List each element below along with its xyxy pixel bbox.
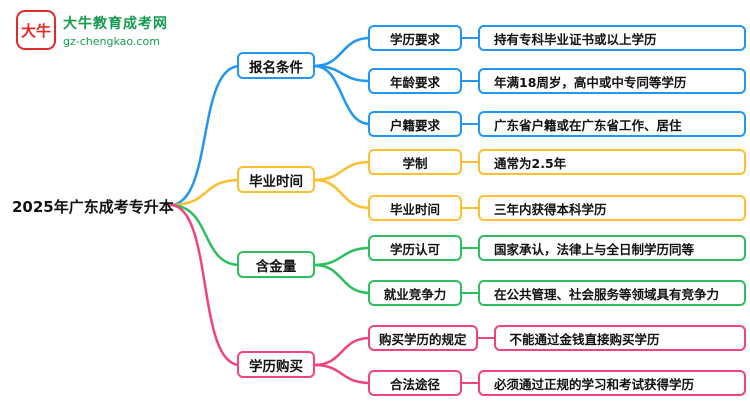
leaf-label: 毕业时间 [368,195,462,221]
leaf-connector-line [462,246,478,250]
leaf-label: 户籍要求 [368,111,462,137]
link-purchase-1 [312,363,372,385]
leaf-value: 在公共管理、社会服务等领域具有竞争力 [478,280,746,306]
leaf-row: 学制 通常为2.5年 [368,149,746,175]
link-value-1 [312,263,372,295]
leaf-connector-line [462,36,478,40]
leaf-label: 就业竞争力 [368,280,462,306]
leaf-row: 购买学历的规定 不能通过金钱直接购买学历 [368,325,746,351]
branch-node-graduation-time: 毕业时间 [237,166,315,193]
brand-logo-text: 大牛教育成考网 gz-chengkao.com [63,13,168,48]
leaf-label: 年龄要求 [368,68,462,94]
leaf-value: 广东省户籍或在广东省工作、居住 [478,111,746,137]
leaf-row: 学历认可 国家承认，法律上与全日制学历同等 [368,235,746,261]
leaf-value: 必须通过正规的学习和考试获得学历 [478,370,746,396]
leaf-value: 通常为2.5年 [478,149,746,175]
leaf-row: 学历要求 持有专科毕业证书或以上学历 [368,25,746,51]
leaf-row: 毕业时间 三年内获得本科学历 [368,195,746,221]
leaf-value: 持有专科毕业证书或以上学历 [478,25,746,51]
link-enrollment-2 [312,64,372,126]
link-root-enrollment [168,64,242,207]
leaf-row: 户籍要求 广东省户籍或在广东省工作、居住 [368,111,746,137]
link-graduation-1 [312,178,372,210]
link-purchase-0 [312,336,372,367]
leaf-connector-line [462,79,478,83]
leaf-label: 购买学历的规定 [368,325,478,351]
leaf-label: 学历要求 [368,25,462,51]
leaf-label: 合法途径 [368,370,462,396]
leaf-value: 三年内获得本科学历 [478,195,746,221]
brand-logo-icon: 大牛 [16,10,56,50]
leaf-connector-line [462,381,478,385]
link-root-graduation [168,178,242,207]
link-value-0 [312,246,372,267]
link-root-value [168,203,242,267]
branch-node-degree-purchase: 学历购买 [237,351,315,378]
leaf-connector-line [462,291,478,295]
leaf-value: 年满18周岁，高中或中专同等学历 [478,68,746,94]
leaf-connector-line [462,160,478,164]
link-root-purchase [168,203,242,367]
leaf-row: 就业竞争力 在公共管理、社会服务等领域具有竞争力 [368,280,746,306]
brand-site-name: 大牛教育成考网 [63,15,168,32]
leaf-label: 学制 [368,149,462,175]
branch-node-degree-value: 含金量 [237,251,315,278]
root-node: 2025年广东成考专升本 [12,198,174,216]
link-graduation-0 [312,160,372,182]
leaf-value: 国家承认，法律上与全日制学历同等 [478,235,746,261]
leaf-row: 年龄要求 年满18周岁，高中或中专同等学历 [368,68,746,94]
leaf-connector-line [462,206,478,210]
leaf-label: 学历认可 [368,235,462,261]
leaf-connector-line [462,122,478,126]
brand-site-url: gz-chengkao.com [63,34,160,48]
link-enrollment-0 [312,36,372,68]
leaf-value: 不能通过金钱直接购买学历 [493,325,746,351]
brand-logo: 大牛 大牛教育成考网 gz-chengkao.com [16,10,168,50]
leaf-connector-line [477,336,494,340]
branch-node-enrollment-requirements: 报名条件 [237,52,315,79]
leaf-row: 合法途径 必须通过正规的学习和考试获得学历 [368,370,746,396]
